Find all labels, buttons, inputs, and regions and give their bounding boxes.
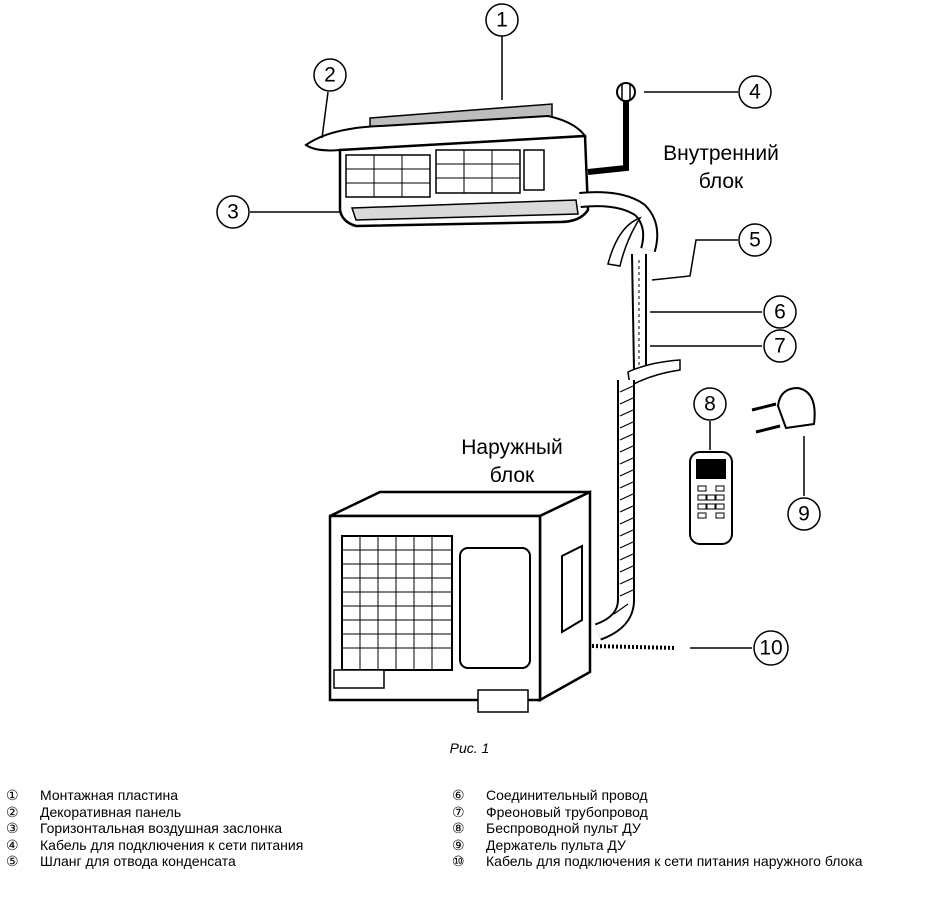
legend-item: ④ Кабель для подключения к сети питания [6,837,303,854]
outdoor-label-line1: Наружный [461,436,563,459]
callout-7: 7 [774,335,786,358]
legend-text: Держатель пульта ДУ [486,836,626,853]
legend-item: ⑥ Соединительный провод [452,787,863,804]
callout-1: 1 [496,9,508,32]
legend-right: ⑥ Соединительный провод ⑦ Фреоновый трубоп… [452,787,863,870]
outdoor-unit [328,490,592,713]
legend-mark: ③ [6,820,19,836]
decorative-panel [304,114,587,152]
legend-left: ① Монтажная пластина ② Декоративная панель… [6,787,303,870]
outdoor-label-line2: блок [490,464,535,487]
callout-3: 3 [227,201,239,224]
callout-6: 6 [774,301,786,324]
callout-8: 8 [704,393,716,416]
outdoor-power-cable [591,644,677,650]
legend-text: Беспроводной пульт ДУ [486,820,641,836]
legend-text: Соединительный провод [486,787,648,803]
installation-diagram: 1 2 3 4 5 6 7 8 9 10 Внутренний блок Нар… [216,3,821,713]
legend-mark: ⑦ [452,803,465,820]
figure-caption: Рис. 1 [449,740,490,756]
legend-mark: ⑩ [452,853,465,869]
legend-item: ⑦ Фреоновый трубопровод [452,804,863,821]
legend-mark: ⑧ [452,820,465,836]
legend-text: Кабель для подключения к сети питания на… [486,853,863,869]
legend-text: Монтажная пластина [40,787,179,803]
callout-10: 10 [759,637,782,660]
legend-text: Кабель для подключения к сети питания [40,836,304,853]
legend-item: ① Монтажная пластина [6,787,303,804]
legend-item: ⑩ Кабель для подключения к сети питания н… [452,853,863,870]
indoor-unit [304,103,590,228]
power-cable [587,100,629,175]
legend-item: ③ Горизонтальная воздушная заслонка [6,820,303,837]
pipe-bundle [579,191,681,641]
legend-mark: ① [6,787,19,803]
legend-mark: ⑤ [6,853,19,869]
indoor-label-line1: Внутренний [663,142,779,165]
legend-mark: ⑨ [452,836,465,853]
callout-2: 2 [324,64,336,87]
legend-item: ⑨ Держатель пульта ДУ [452,837,863,854]
callout-9: 9 [798,503,810,526]
remote-holder [751,386,816,434]
legend-text: Шланг для отвода конденсата [40,853,236,869]
legend-text: Горизонтальная воздушная заслонка [40,820,282,836]
indoor-label-line2: блок [699,170,744,193]
callout-5: 5 [749,229,761,252]
callout-4: 4 [749,81,761,104]
legend-text: Декоративная панель [40,803,182,820]
legend-item: ⑧ Беспроводной пульт ДУ [452,820,863,837]
legend-mark: ② [6,803,19,820]
legend-mark: ④ [6,836,19,853]
remote-control [689,451,733,545]
legend-text: Фреоновый трубопровод [486,803,648,820]
louver [350,199,579,221]
legend-item: ② Декоративная панель [6,804,303,821]
legend-item: ⑤ Шланг для отвода конденсата [6,853,303,870]
legend-mark: ⑥ [452,787,465,803]
